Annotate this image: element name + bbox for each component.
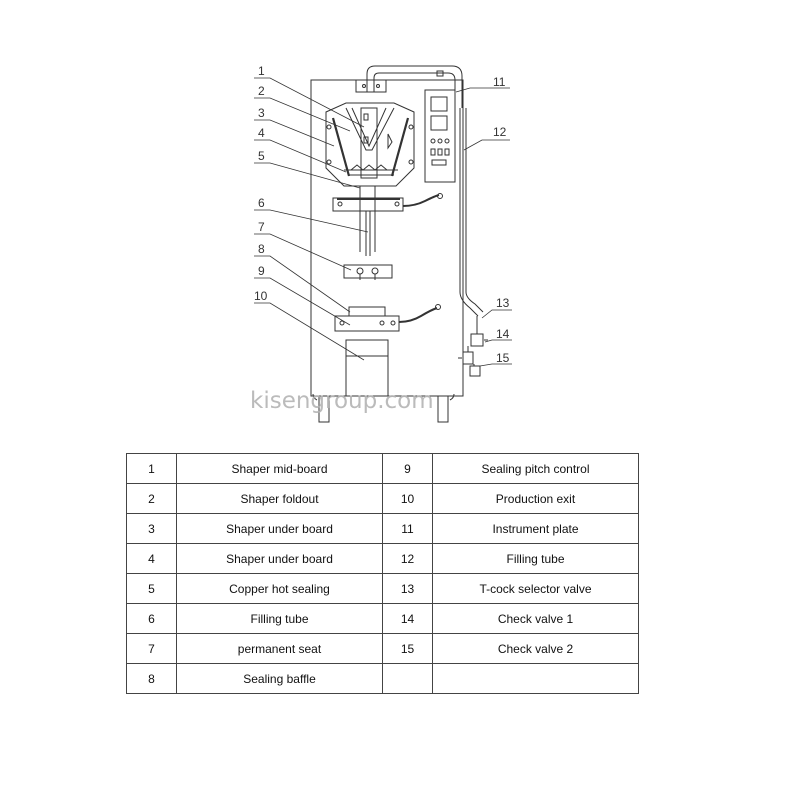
parts-table: 1 Shaper mid-board 9 Sealing pitch contr… — [126, 453, 639, 694]
table-row: 6 Filling tube 14 Check valve 1 — [126, 603, 639, 634]
part-name: Check valve 2 — [432, 633, 639, 664]
shaper-frame — [325, 102, 415, 187]
part-name: Instrument plate — [432, 513, 639, 544]
part-name: Sealing baffle — [176, 663, 383, 694]
empty-cell — [382, 663, 433, 694]
part-number: 1 — [126, 453, 177, 484]
callout-5: 5 — [258, 149, 265, 163]
part-number: 6 — [126, 603, 177, 634]
part-number: 2 — [126, 483, 177, 514]
left-foot — [318, 395, 330, 423]
part-name: Copper hot sealing — [176, 573, 383, 604]
part-number: 13 — [382, 573, 433, 604]
part-number: 5 — [126, 573, 177, 604]
callout-7: 7 — [258, 220, 265, 234]
t-cock-valve — [470, 333, 484, 347]
instrument-plate — [424, 89, 456, 183]
part-name: Shaper foldout — [176, 483, 383, 514]
callout-14: 14 — [496, 327, 510, 341]
part-number: 9 — [382, 453, 433, 484]
callout-13: 13 — [496, 296, 510, 310]
part-name: Shaper under board — [176, 543, 383, 574]
part-number: 12 — [382, 543, 433, 574]
production-exit — [345, 339, 389, 397]
upper-feed-pipe — [366, 65, 463, 108]
watermark: kisengroup.com — [250, 388, 434, 414]
callout-11: 11 — [493, 75, 506, 89]
callout-1: 1 — [258, 64, 265, 78]
table-row: 7 permanent seat 15 Check valve 2 — [126, 633, 639, 664]
part-name: Filling tube — [176, 603, 383, 634]
part-name: Check valve 1 — [432, 603, 639, 634]
table-row: 4 Shaper under board 12 Filling tube — [126, 543, 639, 574]
table-row: 1 Shaper mid-board 9 Sealing pitch contr… — [126, 453, 639, 484]
right-foot — [437, 395, 449, 423]
part-name: T-cock selector valve — [432, 573, 639, 604]
part-number: 3 — [126, 513, 177, 544]
callout-10: 10 — [254, 289, 268, 303]
part-number: 14 — [382, 603, 433, 634]
right-filling-tube — [459, 108, 479, 317]
table-row: 2 Shaper foldout 10 Production exit — [126, 483, 639, 514]
part-number: 8 — [126, 663, 177, 694]
part-name: Shaper mid-board — [176, 453, 383, 484]
callout-8: 8 — [258, 242, 265, 256]
table-row: 8 Sealing baffle — [126, 663, 639, 694]
machine-cabinet — [310, 79, 464, 397]
empty-cell — [432, 663, 639, 694]
top-mount-block — [355, 79, 387, 93]
callout-15: 15 — [496, 351, 510, 365]
part-number: 15 — [382, 633, 433, 664]
callout-12: 12 — [493, 125, 507, 139]
part-number: 11 — [382, 513, 433, 544]
table-row: 3 Shaper under board 11 Instrument plate — [126, 513, 639, 544]
leader-lines — [254, 77, 512, 367]
part-name: Filling tube — [432, 543, 639, 574]
part-number: 7 — [126, 633, 177, 664]
part-name: permanent seat — [176, 633, 383, 664]
callout-6: 6 — [258, 196, 265, 210]
table-row: 5 Copper hot sealing 13 T-cock selector … — [126, 573, 639, 604]
callout-3: 3 — [258, 106, 265, 120]
center-filling-tube — [359, 186, 376, 252]
hot-seal-bar-lower — [334, 315, 400, 332]
part-number: 10 — [382, 483, 433, 514]
part-number: 4 — [126, 543, 177, 574]
part-name: Sealing pitch control — [432, 453, 639, 484]
machine-diagram: 1 2 3 4 5 6 7 8 9 10 11 12 13 14 15 kise… — [250, 64, 512, 423]
callout-9: 9 — [258, 264, 265, 278]
permanent-seat — [343, 264, 393, 279]
callout-4: 4 — [258, 126, 265, 140]
part-name: Production exit — [432, 483, 639, 514]
callout-2: 2 — [258, 84, 265, 98]
part-name: Shaper under board — [176, 513, 383, 544]
